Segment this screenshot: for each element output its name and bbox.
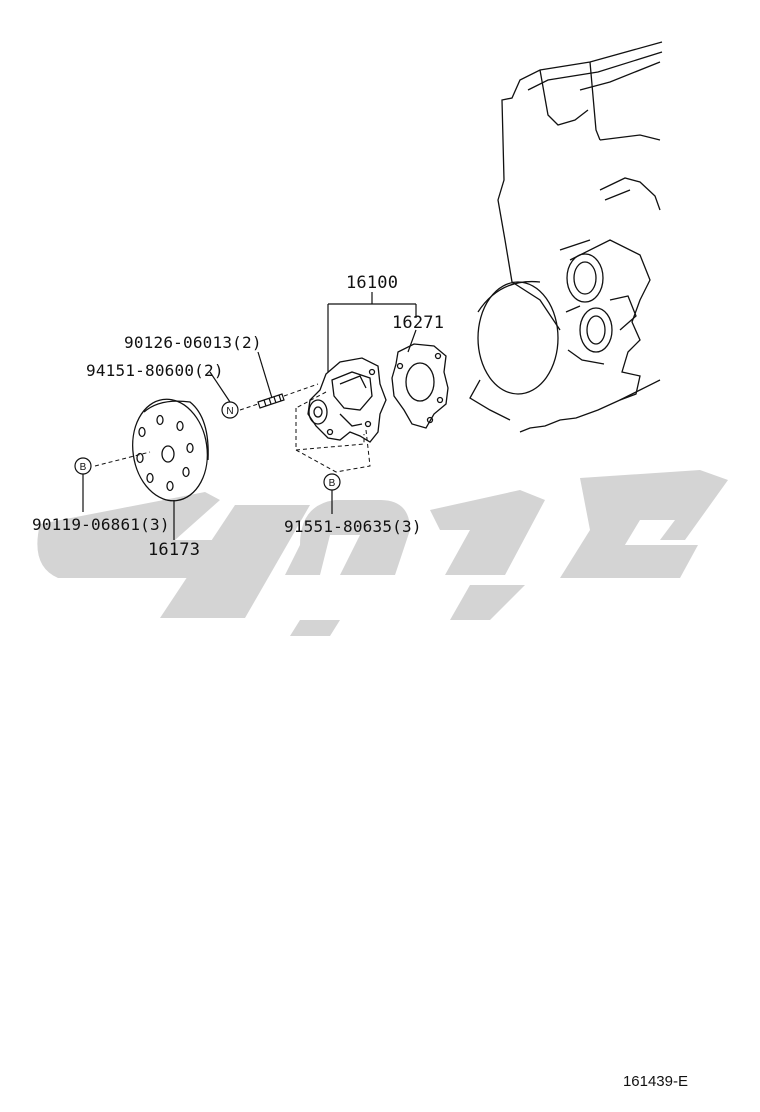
marker-b-circle-left: B bbox=[74, 457, 92, 475]
marker-n-circle: N bbox=[221, 401, 239, 419]
part-label-94151: 94151-80600(2) bbox=[86, 361, 224, 380]
water-pump-16100 bbox=[307, 357, 387, 443]
svg-text:B: B bbox=[80, 462, 87, 473]
svg-text:B: B bbox=[329, 478, 336, 489]
assembly-dashed-lines bbox=[94, 383, 371, 473]
part-label-16173: 16173 bbox=[148, 540, 201, 560]
part-label-16271: 16271 bbox=[392, 313, 445, 333]
svg-text:N: N bbox=[226, 406, 233, 417]
gasket-16271 bbox=[391, 343, 449, 429]
part-label-90126: 90126-06013(2) bbox=[124, 333, 262, 352]
marker-b-circle-right: B bbox=[323, 473, 341, 491]
watermark-logo bbox=[37, 470, 728, 636]
stud-90126 bbox=[257, 393, 285, 409]
part-label-16100: 16100 bbox=[346, 273, 399, 293]
part-label-91551: 91551-80635(3) bbox=[284, 517, 422, 536]
pulley-16173 bbox=[132, 398, 209, 502]
engine-block-outline bbox=[469, 41, 663, 433]
figure-number: 161439-E bbox=[622, 1073, 688, 1090]
leader-lines bbox=[82, 292, 417, 540]
part-label-90119: 90119-06861(3) bbox=[32, 515, 170, 534]
